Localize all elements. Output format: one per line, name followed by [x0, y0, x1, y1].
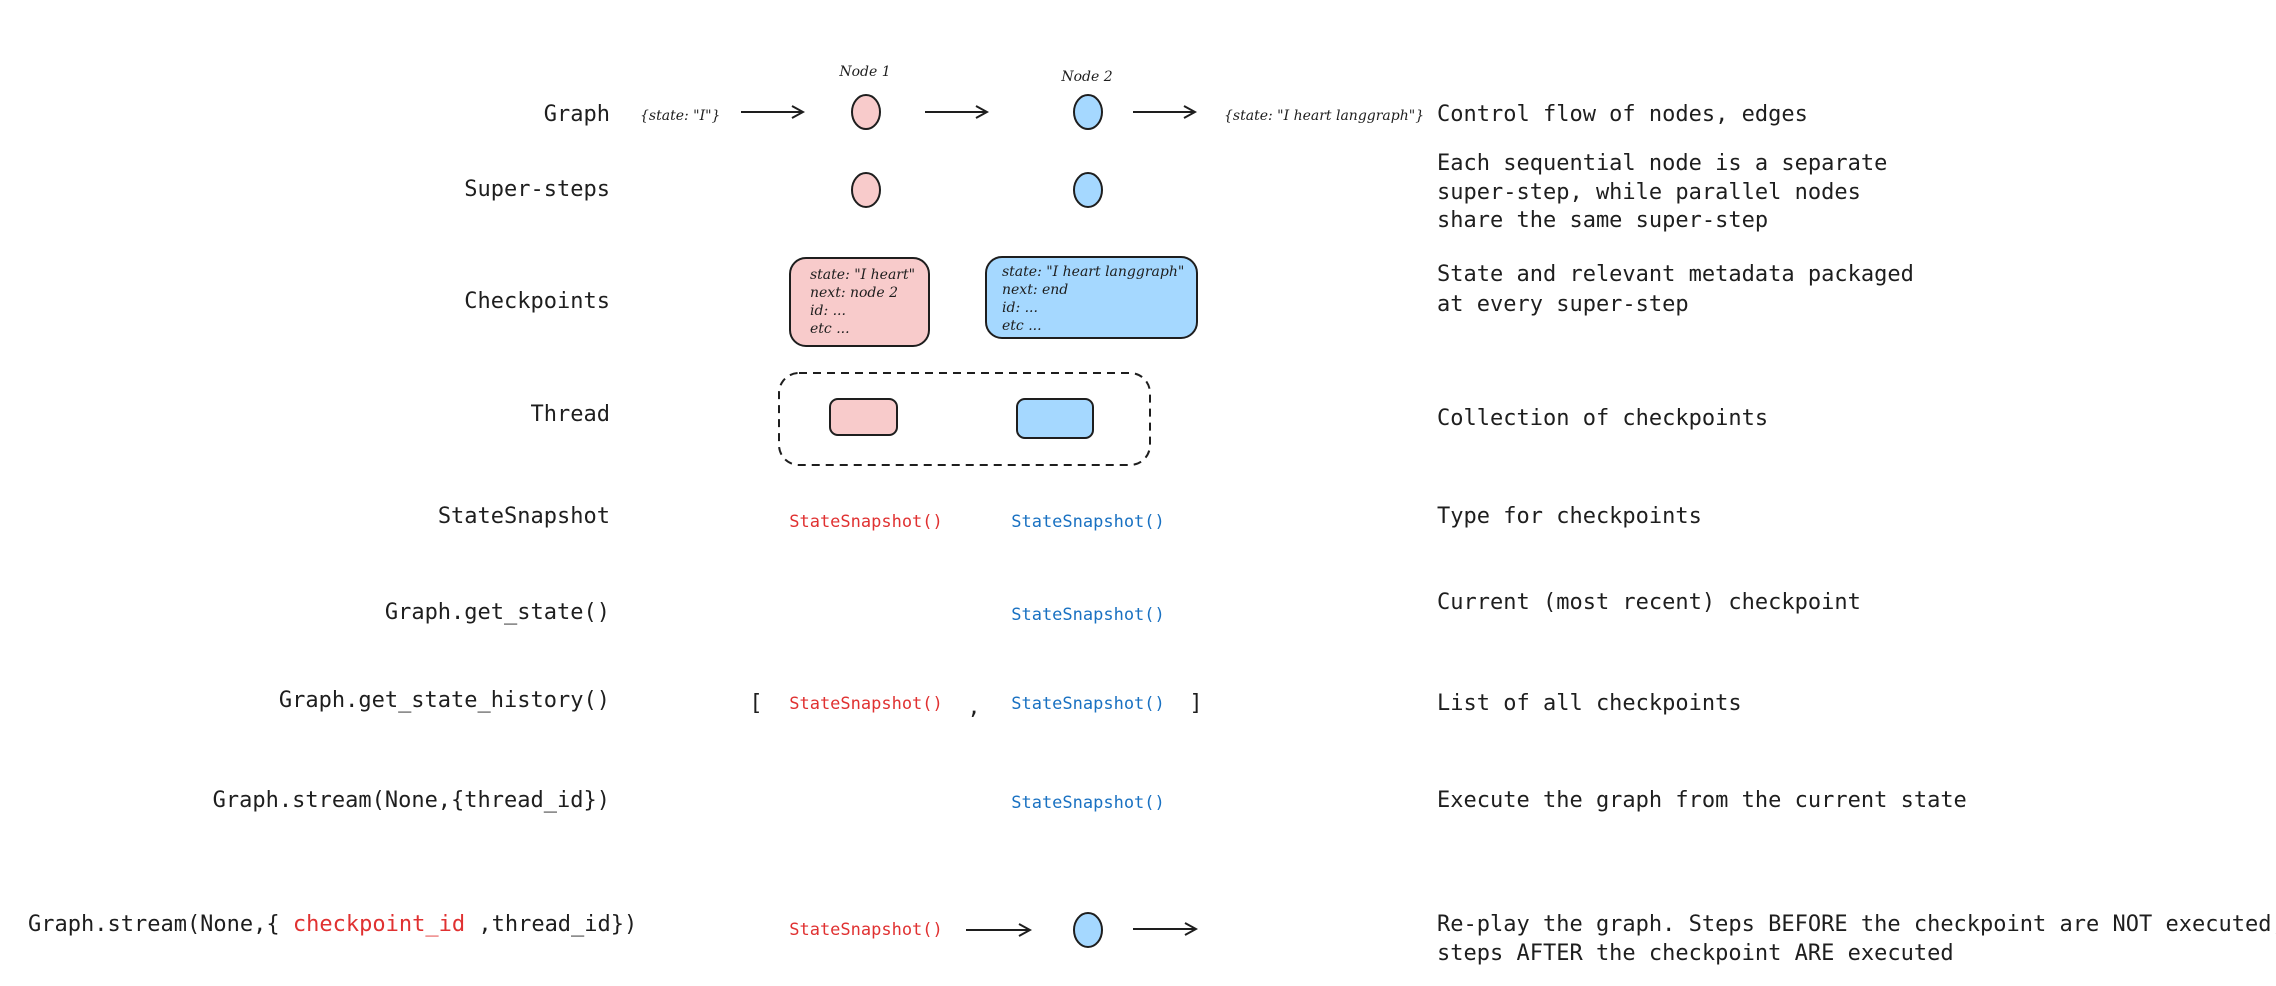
row-label-replay: Graph.stream(None,{ checkpoint_id ,threa…: [28, 912, 637, 937]
checkpoint-node2-next: next: end: [1002, 282, 1068, 298]
row-label-get-state-history: Graph.get_state_history(): [279, 688, 610, 713]
row-label-super-steps: Super-steps: [464, 177, 610, 202]
replay-label-suffix: ,thread_id}): [465, 912, 637, 937]
checkpoint-node2-box: [985, 256, 1198, 339]
node1-circle: [851, 94, 881, 130]
replay-snapshot: StateSnapshot(): [789, 920, 943, 940]
desc-state-snapshot: Type for checkpoints: [1437, 504, 1702, 529]
row-label-state-snapshot: StateSnapshot: [438, 504, 610, 529]
desc-checkpoints-1: State and relevant metadata packaged: [1437, 262, 1914, 287]
checkpoint-node2-etc: etc ...: [1002, 318, 1042, 334]
replay-node-circle: [1073, 912, 1103, 948]
get-state-snapshot: StateSnapshot(): [1011, 605, 1165, 625]
node1-label: Node 1: [838, 64, 890, 80]
history-snapshot-blue: StateSnapshot(): [1011, 694, 1165, 714]
desc-checkpoints-2: at every super-step: [1437, 292, 1689, 317]
desc-stream: Execute the graph from the current state: [1437, 788, 1967, 813]
checkpoint-node2-state: state: "I heart langgraph": [1002, 264, 1184, 280]
state-snapshot-blue: StateSnapshot(): [1011, 512, 1165, 532]
history-close-bracket: ]: [1189, 691, 1202, 716]
superstep2-circle: [1073, 172, 1103, 208]
stream-snapshot: StateSnapshot(): [1011, 793, 1165, 813]
node2-circle: [1073, 94, 1103, 130]
row-label-checkpoints: Checkpoints: [464, 289, 610, 314]
replay-label-prefix: Graph.stream(None,{: [28, 912, 293, 937]
row-label-graph: Graph: [544, 102, 610, 127]
checkpoint-node2-id: id: ...: [1002, 300, 1038, 316]
checkpoint-node2: state: "I heart langgraph" next: end id:…: [985, 256, 1198, 339]
output-state: {state: "I heart langgraph"}: [1224, 108, 1424, 124]
desc-get-state-history: List of all checkpoints: [1437, 691, 1742, 716]
checkpoint-node1-id: id: ...: [810, 303, 846, 319]
desc-get-state: Current (most recent) checkpoint: [1437, 590, 1861, 615]
checkpoint-node1-etc: etc ...: [810, 321, 850, 337]
desc-thread: Collection of checkpoints: [1437, 406, 1768, 431]
thread-checkpoint-2: [1016, 398, 1094, 439]
row-label-thread: Thread: [531, 402, 610, 427]
checkpoint-node1-box: [789, 257, 930, 347]
row-label-get-state: Graph.get_state(): [385, 600, 610, 625]
superstep1-circle: [851, 172, 881, 208]
node2-label: Node 2: [1060, 69, 1112, 85]
thread-checkpoint-1: [829, 398, 898, 436]
history-snapshot-red: StateSnapshot(): [789, 694, 943, 714]
desc-replay-1: Re-play the graph. Steps BEFORE the chec…: [1437, 912, 2276, 937]
checkpoint-node1-state: state: "I heart": [810, 267, 915, 283]
input-state: {state: "I"}: [640, 108, 720, 124]
history-comma: ,: [967, 695, 980, 720]
history-open-bracket: [: [749, 691, 762, 716]
thread-container: [778, 372, 1151, 466]
row-label-stream: Graph.stream(None,{thread_id}): [213, 788, 610, 813]
desc-graph: Control flow of nodes, edges: [1437, 102, 1808, 127]
state-snapshot-red: StateSnapshot(): [789, 512, 943, 532]
desc-super-steps-1: Each sequential node is a separate: [1437, 151, 1887, 176]
checkpoint-node1: state: "I heart" next: node 2 id: ... et…: [789, 257, 930, 347]
desc-super-steps-3: share the same super-step: [1437, 208, 1768, 233]
replay-label-checkpoint-id: checkpoint_id: [293, 912, 465, 937]
desc-super-steps-2: super-step, while parallel nodes: [1437, 180, 1861, 205]
desc-replay-2: steps AFTER the checkpoint ARE executed: [1437, 941, 1954, 966]
checkpoint-node1-next: next: node 2: [810, 285, 898, 301]
